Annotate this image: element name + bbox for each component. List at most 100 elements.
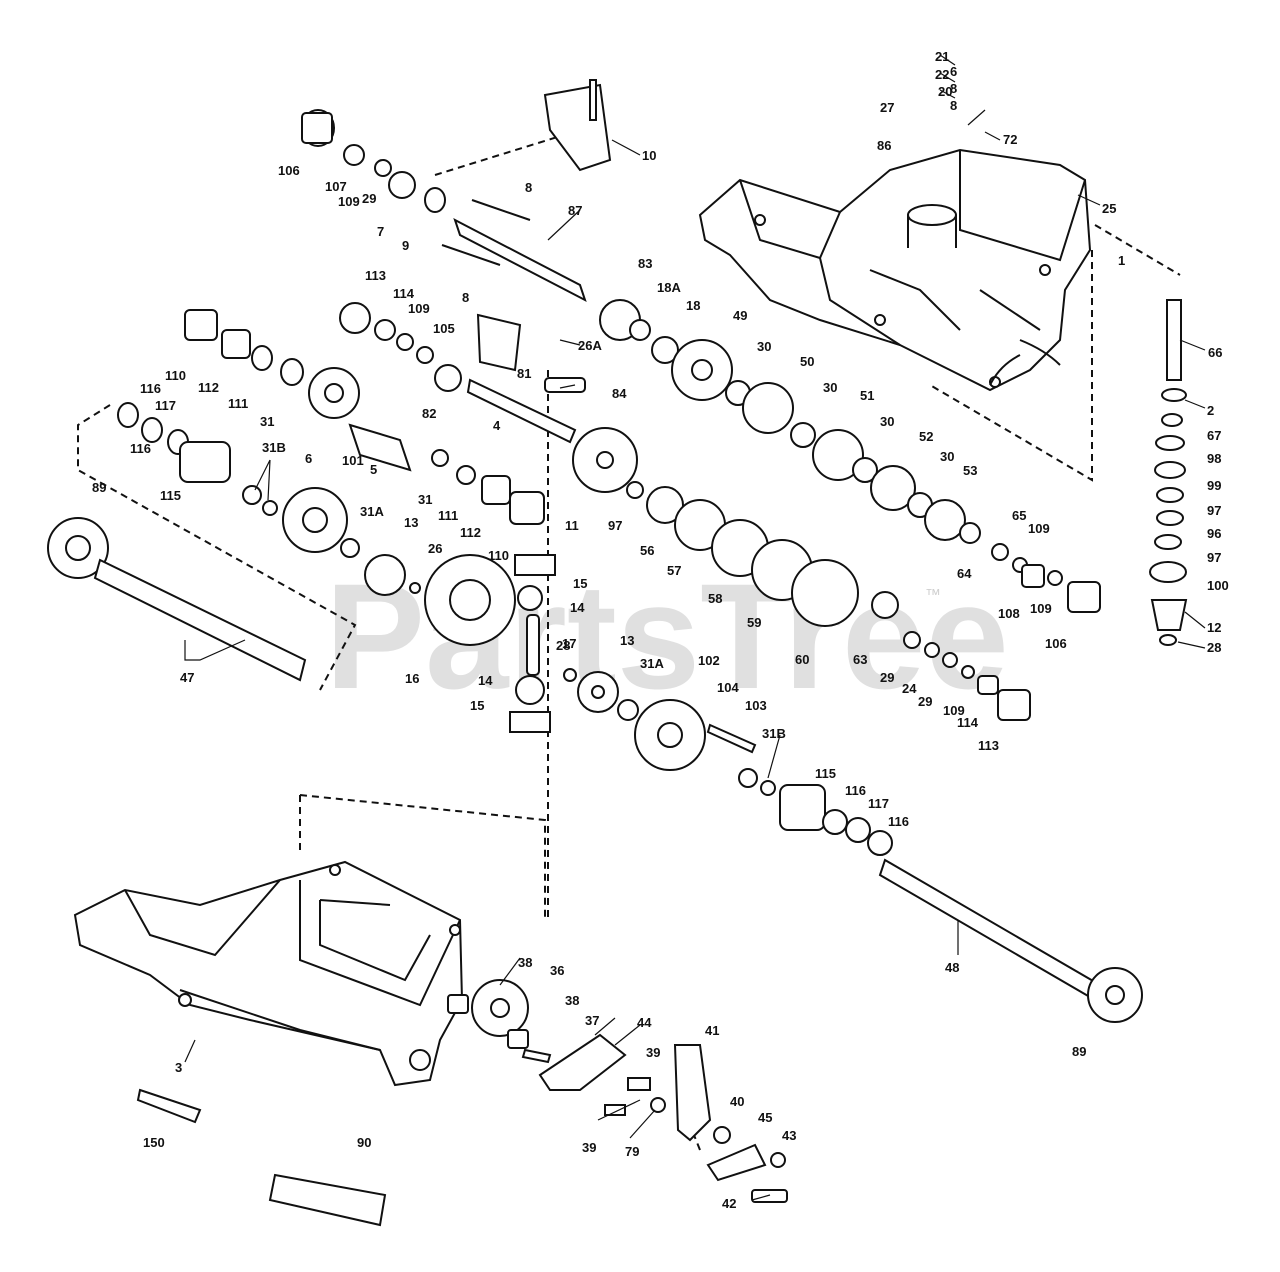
- part-label: 86: [877, 138, 891, 153]
- part-label: 28: [1207, 640, 1221, 655]
- part-label: 103: [745, 698, 767, 713]
- part-label: 115: [815, 766, 836, 781]
- part-label: 15: [470, 698, 484, 713]
- part-label: 29: [880, 670, 894, 685]
- part-label: 31B: [762, 726, 786, 741]
- part-label: 30: [823, 380, 837, 395]
- part-label: 116: [845, 783, 866, 798]
- left-cluster: [47, 309, 516, 682]
- part-label: 47: [180, 670, 194, 685]
- part-label: 108: [998, 606, 1020, 621]
- part-label: 97: [1207, 503, 1221, 518]
- part-label: 45: [758, 1110, 772, 1125]
- part-label: 113: [978, 738, 999, 753]
- center-gears: [339, 299, 1101, 627]
- leader-lines: [184, 54, 1206, 1201]
- part-label: 16: [405, 671, 419, 686]
- part-label: 4: [493, 418, 501, 433]
- part-label: 5: [370, 462, 377, 477]
- part-label: 64: [957, 566, 972, 581]
- part-label: 29: [362, 191, 376, 206]
- part-label: 15: [573, 576, 587, 591]
- part-label: 37: [585, 1013, 599, 1028]
- part-label: 82: [422, 406, 436, 421]
- part-label: 105: [433, 321, 455, 336]
- part-label: 30: [880, 414, 894, 429]
- part-label: 81: [517, 366, 531, 381]
- part-label: 107: [325, 179, 347, 194]
- part-labels: 21 22 20 6 8 8 27 72 86 25 1 66 2 67 98 …: [92, 49, 1229, 1211]
- part-label: 110: [165, 368, 186, 383]
- part-label: 39: [582, 1140, 596, 1155]
- part-label: 1: [1118, 253, 1125, 268]
- part-label: 116: [140, 381, 161, 396]
- part-label: 96: [1207, 526, 1221, 541]
- input-shaft-stack: [1149, 299, 1188, 646]
- part-label: 56: [640, 543, 654, 558]
- part-label: 52: [919, 429, 933, 444]
- part-label: 59: [747, 615, 761, 630]
- part-label: 109: [408, 301, 430, 316]
- part-label: 101: [342, 453, 364, 468]
- bottom-linkage: [136, 979, 788, 1227]
- lower-center-cluster: [509, 554, 1143, 1023]
- part-label: 66: [1208, 345, 1222, 360]
- part-label: 13: [620, 633, 634, 648]
- part-label: 43: [782, 1128, 796, 1143]
- part-label: 83: [638, 256, 652, 271]
- part-label: 8: [950, 81, 957, 96]
- part-label: 106: [278, 163, 300, 178]
- part-label: 20: [938, 84, 952, 99]
- part-label: 51: [860, 388, 874, 403]
- part-label: 72: [1003, 132, 1017, 147]
- part-label: 24: [902, 681, 917, 696]
- part-label: 117: [868, 796, 889, 811]
- part-label: 21: [935, 49, 949, 64]
- part-label: 98: [1207, 451, 1221, 466]
- part-label: 36: [550, 963, 564, 978]
- part-label: 106: [1045, 636, 1067, 651]
- part-label: 87: [568, 203, 582, 218]
- part-label: 104: [717, 680, 739, 695]
- part-label: 31: [418, 492, 432, 507]
- part-label: 67: [1207, 428, 1221, 443]
- part-label: 9: [402, 238, 409, 253]
- part-label: 109: [1030, 601, 1052, 616]
- part-label: 116: [130, 441, 151, 456]
- part-label: 25: [1102, 201, 1116, 216]
- part-label: 60: [795, 652, 809, 667]
- part-label: 31A: [640, 656, 664, 671]
- part-label: 29: [918, 694, 932, 709]
- part-label: 150: [143, 1135, 165, 1150]
- part-label: 42: [722, 1196, 736, 1211]
- part-label: 12: [1207, 620, 1221, 635]
- part-label: 30: [940, 449, 954, 464]
- part-label: 7: [377, 224, 384, 239]
- part-label: 2: [1207, 403, 1214, 418]
- part-label: 14: [478, 673, 493, 688]
- part-label: 18A: [657, 280, 681, 295]
- part-label: 28: [556, 638, 570, 653]
- part-label: 26: [428, 541, 442, 556]
- part-label: 30: [757, 339, 771, 354]
- part-label: 39: [646, 1045, 660, 1060]
- part-label: 100: [1207, 578, 1229, 593]
- part-label: 41: [705, 1023, 719, 1038]
- part-label: 111: [228, 396, 248, 411]
- part-label: 31: [260, 414, 274, 429]
- watermark-trademark: ™: [925, 587, 941, 604]
- part-label: 38: [565, 993, 579, 1008]
- part-label: 40: [730, 1094, 744, 1109]
- part-label: 109: [1028, 521, 1050, 536]
- part-label: 3: [175, 1060, 182, 1075]
- part-label: 84: [612, 386, 627, 401]
- part-label: 99: [1207, 478, 1221, 493]
- part-label: 63: [853, 652, 867, 667]
- part-label: 97: [1207, 550, 1221, 565]
- part-label: 17: [562, 636, 576, 651]
- part-label: 113: [365, 268, 386, 283]
- part-label: 58: [708, 591, 722, 606]
- top-left-parts: [301, 79, 612, 303]
- part-label: 117: [155, 398, 176, 413]
